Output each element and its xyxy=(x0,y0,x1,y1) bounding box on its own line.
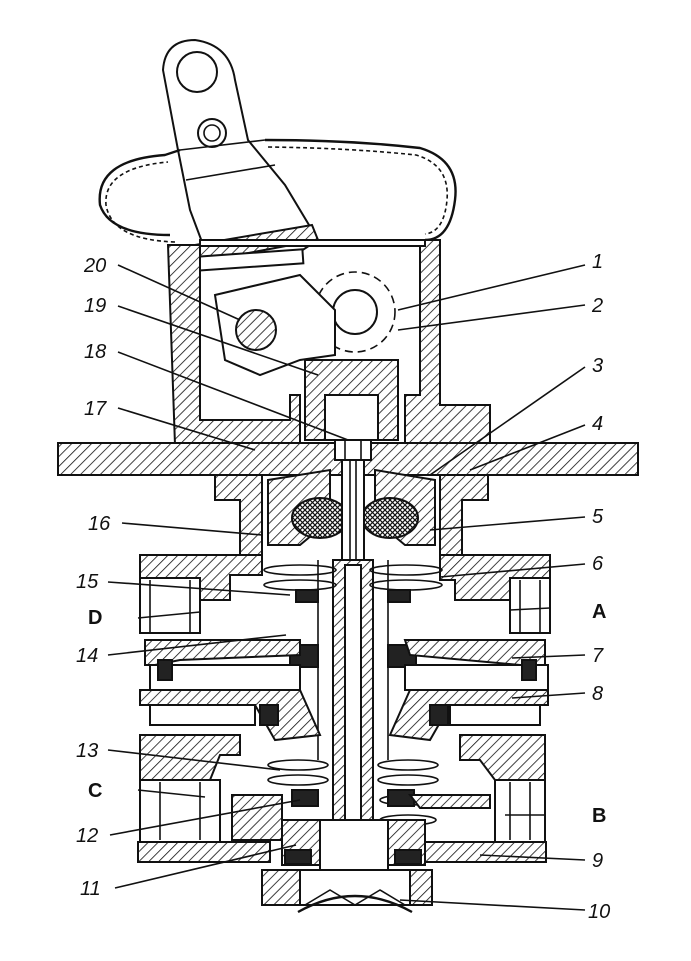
callout-8: 8 xyxy=(592,683,603,705)
callout-1: 1 xyxy=(592,251,603,273)
callout-20: 20 xyxy=(83,255,106,277)
callout-7: 7 xyxy=(592,645,604,667)
valve-body xyxy=(137,439,551,914)
port-label-a: A xyxy=(592,601,606,623)
port-label-b: B xyxy=(592,805,606,827)
callout-19: 19 xyxy=(84,295,106,317)
callout-14: 14 xyxy=(76,645,98,667)
callout-3: 3 xyxy=(592,355,603,377)
callout-11: 11 xyxy=(80,878,101,900)
callout-5: 5 xyxy=(592,506,604,528)
callout-16: 16 xyxy=(88,513,111,535)
callout-6: 6 xyxy=(592,553,604,575)
callout-2: 2 xyxy=(591,295,603,317)
callout-13: 13 xyxy=(76,740,98,762)
callout-17: 17 xyxy=(84,398,107,420)
leader-lines xyxy=(107,264,586,911)
port-label-d: D xyxy=(88,607,102,629)
callout-4: 4 xyxy=(592,413,603,435)
callout-15: 15 xyxy=(76,571,99,593)
port-labels: A B C D xyxy=(88,601,606,827)
callout-10: 10 xyxy=(588,901,610,923)
callout-labels: 1 2 3 4 5 6 7 8 9 10 11 12 13 14 15 16 1… xyxy=(76,251,610,923)
lever xyxy=(161,38,320,272)
port-label-c: C xyxy=(88,780,102,802)
callout-12: 12 xyxy=(76,825,98,847)
callout-9: 9 xyxy=(592,850,603,872)
callout-18: 18 xyxy=(84,341,106,363)
upper-housing xyxy=(166,239,491,446)
rubber-boot xyxy=(98,138,457,242)
